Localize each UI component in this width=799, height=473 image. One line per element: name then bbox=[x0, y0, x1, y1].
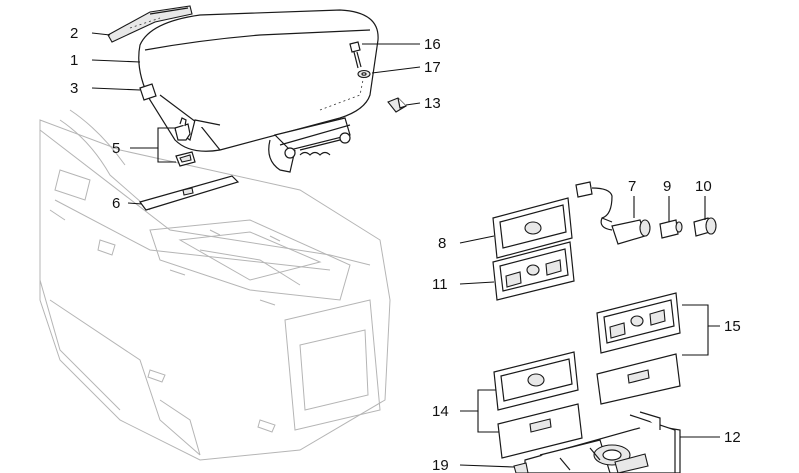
part-1-armrest bbox=[138, 9, 379, 173]
callout-14: 14 bbox=[432, 403, 449, 420]
callout-9: 9 bbox=[663, 178, 671, 195]
part-5-clips bbox=[174, 117, 196, 167]
part-10-lighter bbox=[693, 217, 717, 237]
callout-7: 7 bbox=[628, 178, 636, 195]
callout-6: 6 bbox=[112, 195, 120, 212]
part-9-bulb bbox=[659, 219, 683, 239]
callout-5: 5 bbox=[112, 140, 120, 157]
part-17-washer bbox=[357, 69, 371, 79]
callout-labels: 2 1 3 5 6 7 8 9 10 11 12 13 14 15 16 17 … bbox=[70, 25, 741, 473]
part-3-bumper bbox=[139, 83, 157, 101]
part-15-panels bbox=[596, 292, 681, 405]
part-2-trim bbox=[107, 5, 193, 43]
part-13-block bbox=[387, 97, 407, 113]
callout-3: 3 bbox=[70, 80, 78, 97]
center-console-outline bbox=[39, 109, 391, 461]
callout-13: 13 bbox=[424, 95, 441, 112]
part-14-panels bbox=[493, 351, 583, 459]
part-8-panel bbox=[492, 197, 573, 259]
part-19-small-part bbox=[513, 462, 529, 473]
callout-16: 16 bbox=[424, 36, 441, 53]
callout-8: 8 bbox=[438, 235, 446, 252]
part-12-tray bbox=[524, 411, 681, 473]
callout-2: 2 bbox=[70, 25, 78, 42]
callout-12: 12 bbox=[724, 429, 741, 446]
callout-10: 10 bbox=[695, 178, 712, 195]
part-16-screw bbox=[349, 41, 362, 69]
part-11-panel bbox=[492, 241, 575, 301]
callout-17: 17 bbox=[424, 59, 441, 76]
part-6-strip bbox=[138, 175, 240, 211]
callout-1: 1 bbox=[70, 52, 78, 69]
callout-15: 15 bbox=[724, 318, 741, 335]
callout-19: 19 bbox=[432, 457, 449, 473]
leader-lines bbox=[91, 32, 720, 468]
part-7-socket-harness bbox=[575, 181, 651, 245]
callout-11: 11 bbox=[432, 276, 448, 293]
